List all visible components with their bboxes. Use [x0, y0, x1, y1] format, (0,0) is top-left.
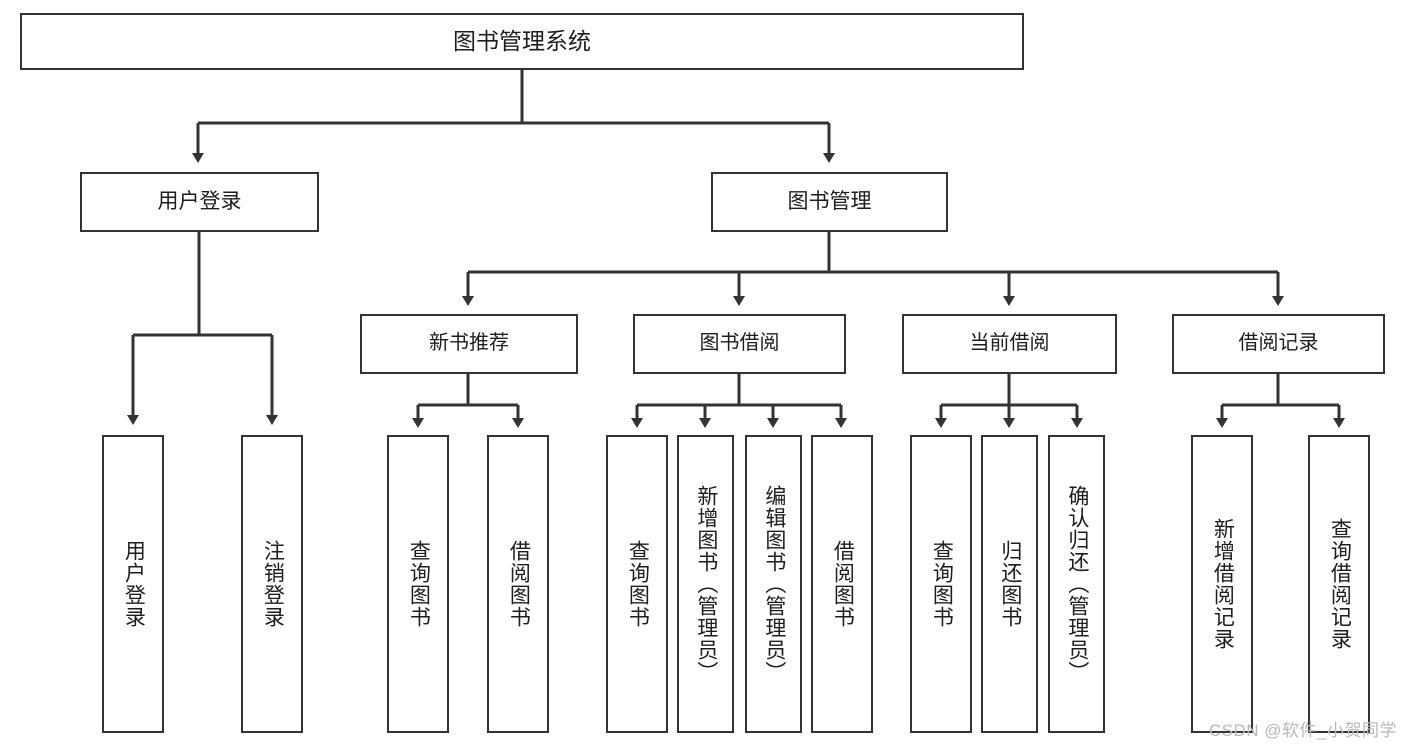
- leaf-query-book-current[interactable]: 查询图书: [910, 435, 972, 733]
- leaf-edit-book-admin[interactable]: 编辑图书（管理员）: [745, 435, 802, 733]
- node-label: 借阅图书: [831, 540, 855, 628]
- leaf-return-book[interactable]: 归还图书: [981, 435, 1038, 733]
- node-label: 新增借阅记录: [1211, 518, 1235, 650]
- node-label: 借阅记录: [1238, 332, 1319, 355]
- node-label: 新增图书（管理员）: [694, 485, 718, 683]
- csdn-watermark: CSDN @软件_小贺同学: [1208, 721, 1397, 740]
- node-user-login[interactable]: 用户登录: [80, 172, 319, 232]
- node-label: 图书管理: [787, 189, 872, 213]
- leaf-logout[interactable]: 注销登录: [241, 435, 303, 733]
- node-label: 图书借阅: [699, 332, 780, 355]
- leaf-query-book-borrow[interactable]: 查询图书: [606, 435, 668, 733]
- node-borrow-record[interactable]: 借阅记录: [1172, 314, 1385, 374]
- node-label: 用户登录: [157, 189, 242, 213]
- node-label: 查询图书: [930, 540, 954, 628]
- node-label: 图书管理系统: [453, 27, 591, 54]
- leaf-confirm-return-admin[interactable]: 确认归还（管理员）: [1048, 435, 1105, 733]
- node-label: 编辑图书（管理员）: [762, 485, 786, 683]
- node-label: 注销登录: [261, 540, 285, 628]
- node-label: 用户登录: [122, 540, 146, 628]
- node-root-book-management-system[interactable]: 图书管理系统: [20, 13, 1024, 70]
- node-label: 归还图书: [998, 540, 1022, 628]
- leaf-query-borrow-record[interactable]: 查询借阅记录: [1308, 435, 1370, 733]
- node-current-borrow[interactable]: 当前借阅: [902, 314, 1117, 374]
- leaf-borrow-book[interactable]: 借阅图书: [811, 435, 873, 733]
- leaf-add-borrow-record[interactable]: 新增借阅记录: [1191, 435, 1253, 733]
- node-book-management[interactable]: 图书管理: [711, 172, 948, 232]
- leaf-add-book-admin[interactable]: 新增图书（管理员）: [677, 435, 734, 733]
- node-label: 借阅图书: [507, 540, 531, 628]
- node-book-borrow[interactable]: 图书借阅: [633, 314, 846, 374]
- node-label: 当前借阅: [969, 332, 1050, 355]
- node-label: 新书推荐: [429, 332, 509, 355]
- leaf-borrow-book-recommend[interactable]: 借阅图书: [487, 435, 549, 733]
- node-label: 查询图书: [626, 540, 650, 628]
- node-label: 查询借阅记录: [1328, 518, 1352, 650]
- leaf-query-book-recommend[interactable]: 查询图书: [387, 435, 449, 733]
- leaf-user-login[interactable]: 用户登录: [102, 435, 164, 733]
- node-label: 查询图书: [407, 540, 431, 628]
- node-new-book-recommend[interactable]: 新书推荐: [360, 314, 578, 374]
- node-label: 确认归还（管理员）: [1065, 485, 1089, 683]
